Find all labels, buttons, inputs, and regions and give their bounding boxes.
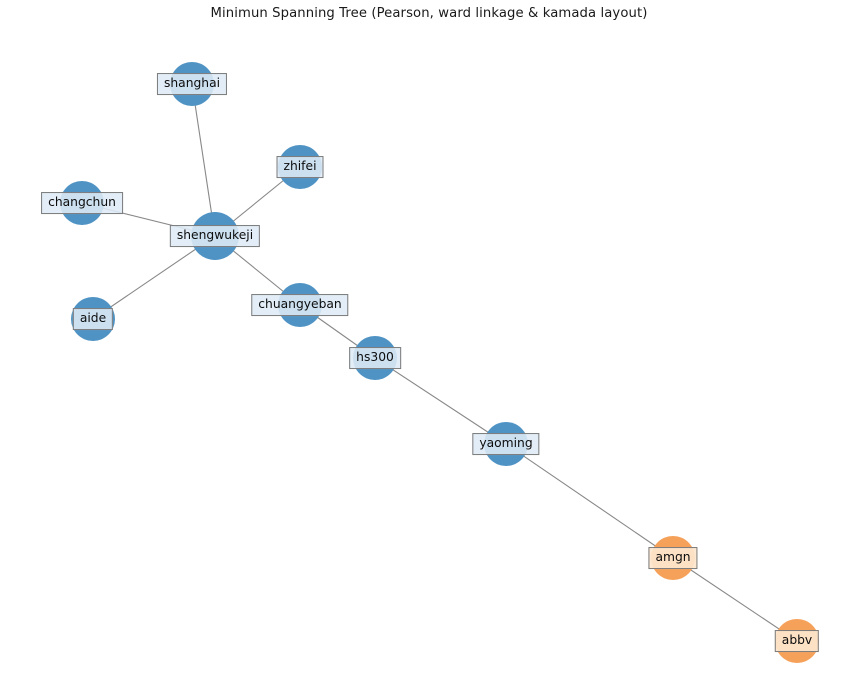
graph-edge — [672, 557, 798, 642]
graph-edge — [92, 235, 216, 320]
node-label-hs300: hs300 — [349, 347, 401, 369]
graph-edge — [505, 443, 674, 559]
nodes-layer — [60, 62, 819, 663]
node-label-zhifei: zhifei — [276, 156, 324, 178]
node-label-shanghai: shanghai — [156, 73, 228, 95]
node-label-changchun: changchun — [41, 192, 123, 214]
graph-edge — [374, 357, 507, 445]
node-label-chuangyeban: chuangyeban — [251, 294, 349, 316]
graph-edge — [191, 83, 216, 237]
node-label-yaoming: yaoming — [472, 433, 540, 455]
node-label-amgn: amgn — [648, 547, 698, 569]
node-label-shengwukeji: shengwukeji — [169, 225, 261, 247]
node-label-aide: aide — [72, 308, 114, 330]
page-title: Minimun Spanning Tree (Pearson, ward lin… — [210, 6, 648, 21]
node-label-abbv: abbv — [774, 630, 820, 652]
